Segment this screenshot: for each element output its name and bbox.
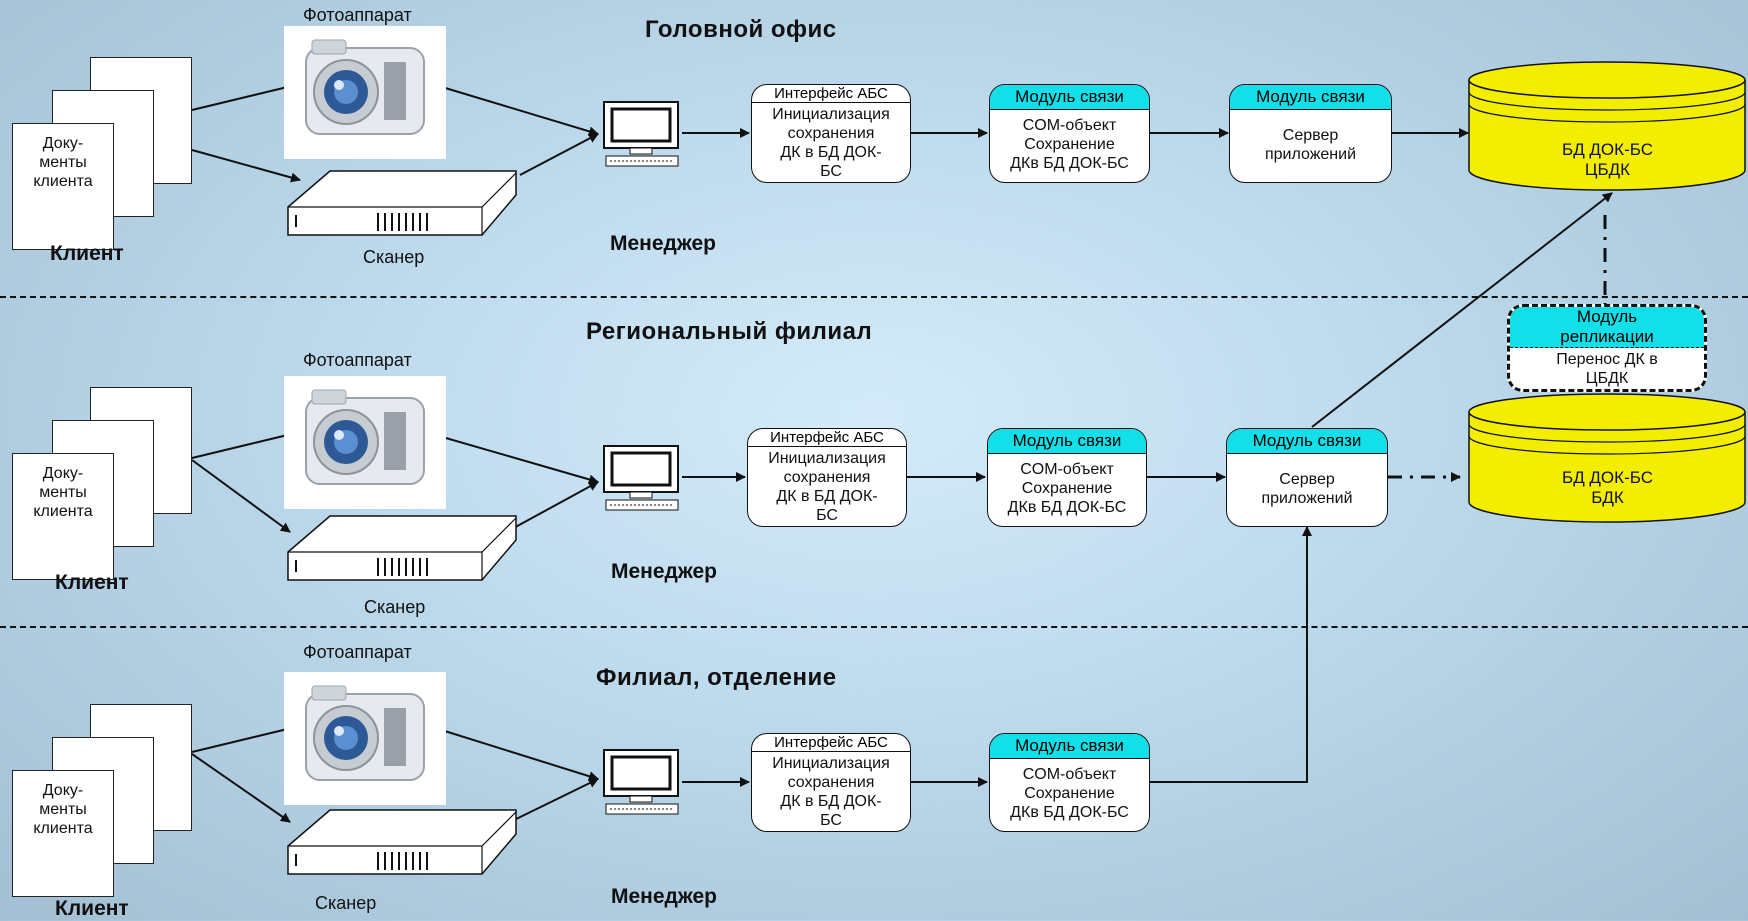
abs-interface-box: Интерфейс АБС Инициализация сохранения Д… [751, 733, 911, 832]
scanner-label: Сканер [315, 893, 377, 913]
client-docs-label: Доку- менты клиента [33, 135, 93, 190]
scanner-label: Сканер [364, 597, 426, 617]
app-server-box: Модуль связи Сервер приложений [1226, 428, 1388, 527]
section-divider-2 [0, 626, 1748, 628]
regional-database: БД ДОК-БС БДК [1467, 392, 1748, 532]
scanner-icon [286, 165, 522, 246]
central-database: БД ДОК-БС ЦБДК [1467, 60, 1748, 200]
client-label: Клиент [50, 242, 124, 265]
comm-module-body: COM-объект Сохранение ДКв БД ДОК-БС [1010, 117, 1129, 172]
client-label: Клиент [55, 897, 129, 920]
computer-icon [600, 748, 682, 823]
abs-interface-body: Инициализация сохранения ДК в БД ДОК- БС [772, 106, 890, 180]
scanner-icon [286, 510, 522, 591]
arrow-docs-to-camera-2 [191, 429, 301, 459]
client-docs-label: Доку- менты клиента [33, 465, 93, 520]
arrow-comm3-to-server-2 [1150, 526, 1312, 783]
arrow-docs-to-scanner-2 [191, 459, 291, 533]
app-server-body: Сервер приложений [1261, 471, 1353, 507]
section-divider-1 [0, 296, 1748, 298]
computer-icon [600, 100, 682, 175]
section-title-regional-branch: Региональный филиал [586, 318, 873, 345]
client-doc-front: Доку- менты клиента [12, 453, 114, 580]
abs-interface-box: Интерфейс АБС Инициализация сохранения Д… [751, 84, 911, 183]
comm-module-body: COM-объект Сохранение ДКв БД ДОК-БС [1007, 461, 1127, 516]
section-title-branch-office: Филиал, отделение [596, 664, 837, 691]
camera-icon [284, 376, 446, 509]
camera-icon [284, 26, 446, 159]
abs-interface-header: Интерфейс АБС [752, 734, 910, 752]
comm-module-header: Модуль связи [990, 734, 1149, 759]
arrow-scanner-to-pc-1 [519, 133, 599, 176]
arrow-scanner-to-pc-3 [509, 778, 599, 823]
client-doc-front: Доку- менты клиента [12, 770, 114, 897]
replication-module-body: Перенос ДК в ЦБДК [1556, 351, 1658, 387]
comm-module-box: Модуль связи COM-объект Сохранение ДКв Б… [989, 84, 1150, 183]
arrow-docs-to-camera-3 [191, 723, 301, 753]
comm-module-body: COM-объект Сохранение ДКв БД ДОК-БС [1010, 766, 1129, 821]
abs-interface-body: Инициализация сохранения ДК в БД ДОК- БС [768, 450, 886, 524]
arrow-camera-to-pc-2 [431, 433, 599, 485]
camera-label: Фотоаппарат [303, 642, 412, 662]
client-doc-front: Доку- менты клиента [12, 123, 114, 250]
manager-label: Менеджер [610, 232, 716, 255]
arrow-scanner-to-pc-2 [509, 481, 599, 531]
app-server-body: Сервер приложений [1264, 127, 1357, 163]
client-label: Клиент [55, 571, 129, 594]
camera-label: Фотоаппарат [303, 5, 412, 25]
replication-module-box: Модуль репликации Перенос ДК в ЦБДК [1507, 304, 1707, 392]
comm-module-header: Модуль связи [990, 85, 1149, 110]
comm-module-box: Модуль связи COM-объект Сохранение ДКв Б… [989, 733, 1150, 832]
app-server-header: Модуль связи [1227, 429, 1387, 454]
camera-label: Фотоаппарат [303, 350, 412, 370]
central-database-label: БД ДОК-БС ЦБДК [1562, 140, 1653, 179]
arrow-server-to-central-db [1311, 192, 1613, 428]
comm-module-box: Модуль связи COM-объект Сохранение ДКв Б… [987, 428, 1147, 527]
replication-module-header: Модуль репликации [1510, 307, 1704, 348]
scanner-label: Сканер [363, 247, 425, 267]
arrow-docs-to-camera-1 [191, 81, 301, 111]
comm-module-header: Модуль связи [988, 429, 1146, 454]
manager-label: Менеджер [611, 885, 717, 908]
arrow-camera-to-pc-3 [431, 726, 599, 782]
arrow-docs-to-scanner-1 [191, 149, 301, 183]
arrow-docs-to-scanner-3 [191, 753, 291, 823]
scanner-icon [286, 804, 522, 885]
regional-database-label: БД ДОК-БС БДК [1562, 468, 1653, 507]
computer-icon [600, 444, 682, 519]
camera-icon [284, 672, 446, 805]
abs-interface-header: Интерфейс АБС [752, 85, 910, 103]
abs-interface-body: Инициализация сохранения ДК в БД ДОК- БС [772, 755, 890, 829]
section-title-head-office: Головной офис [645, 16, 837, 43]
manager-label: Менеджер [611, 560, 717, 583]
app-server-box: Модуль связи Сервер приложений [1229, 84, 1392, 183]
app-server-header: Модуль связи [1230, 85, 1391, 110]
arrow-camera-to-pc-1 [431, 83, 599, 137]
abs-interface-header: Интерфейс АБС [748, 429, 906, 447]
client-docs-label: Доку- менты клиента [33, 782, 93, 837]
abs-interface-box: Интерфейс АБС Инициализация сохранения Д… [747, 428, 907, 527]
